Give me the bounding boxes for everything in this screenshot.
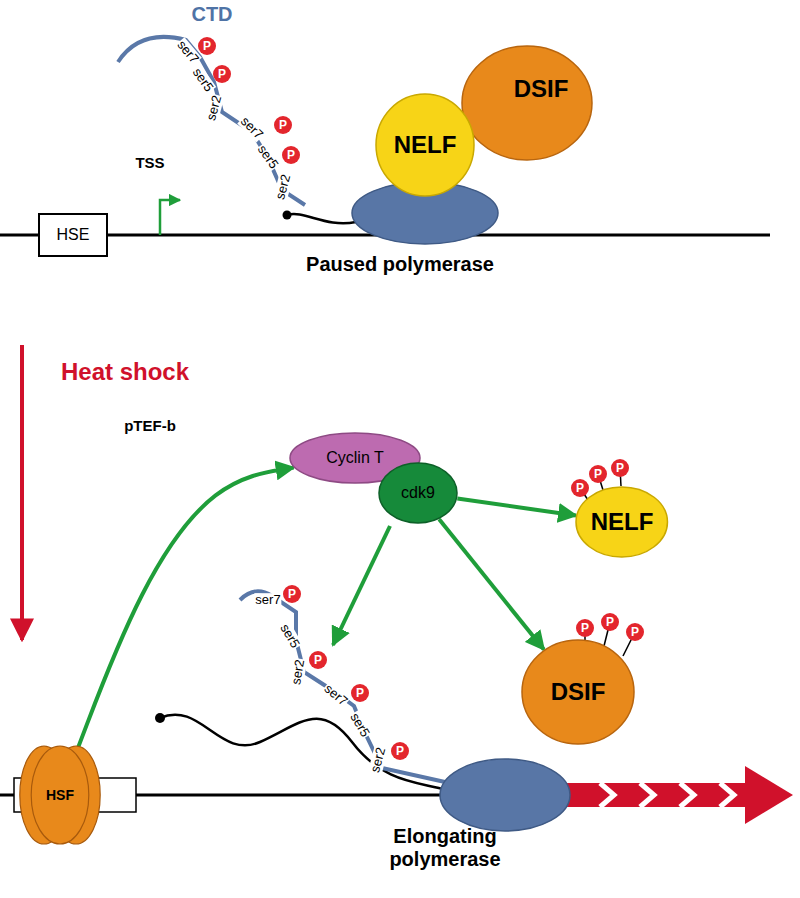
node-label: NELF	[591, 508, 654, 536]
phosphate-mark: P	[351, 684, 369, 702]
node-outline	[439, 758, 571, 832]
residue-name: ser7	[238, 114, 267, 143]
step-name: Heat shock	[61, 358, 189, 386]
phosphate-mark: P	[571, 479, 589, 497]
phosphate-mark: P	[282, 146, 300, 164]
phosphate-mark: P	[576, 619, 594, 637]
residue-name: ser2	[289, 657, 307, 686]
activation-arrow	[457, 499, 576, 516]
node-label: Cyclin T	[326, 449, 384, 467]
phosphate-mark: P	[274, 116, 292, 134]
node-label: HSF	[46, 787, 74, 803]
direction-arrow	[560, 766, 793, 824]
node-outline	[461, 45, 593, 161]
tss-arrow	[160, 200, 180, 235]
node-caption: Elongating polymerase	[380, 825, 510, 871]
ctd-chain	[118, 37, 305, 205]
kinase-ellipse: cdk9	[378, 462, 458, 524]
residue-name: ser5	[190, 65, 217, 95]
ctd-chain	[240, 591, 445, 782]
phosphate-mark: P	[391, 742, 409, 760]
phosphate-mark: P	[611, 459, 629, 477]
part-name: TSS	[135, 154, 164, 171]
rna	[287, 214, 356, 223]
residue-name: ser7	[321, 681, 351, 709]
node-label: cdk9	[401, 484, 435, 502]
node-caption: Paused polymerase	[306, 253, 494, 276]
residue-name: ser5	[255, 142, 282, 172]
phosphate-mark: P	[283, 585, 301, 603]
rna	[160, 715, 446, 790]
phosphate-mark: P	[198, 37, 216, 55]
protein-ellipse: DSIF	[521, 639, 635, 745]
protein-ellipse: DSIF	[461, 45, 593, 161]
polymerase-ellipse: Elongating polymerase	[439, 758, 571, 832]
activation-arrow	[77, 468, 294, 750]
phosphate-mark: P	[589, 465, 607, 483]
node-label: DSIF	[514, 75, 569, 103]
phosphate-mark: P	[626, 623, 644, 641]
element-box: HSE	[38, 213, 108, 257]
part-name: pTEF-b	[124, 417, 176, 434]
activation-arrow	[439, 519, 544, 649]
residue-name: ser7	[254, 593, 281, 607]
protein-ellipse: NELF	[575, 486, 668, 558]
node-label: HSE	[57, 226, 90, 244]
node-label: DSIF	[551, 678, 606, 706]
domain-name: CTD	[191, 3, 232, 26]
phosphorylation-arrow	[333, 526, 390, 645]
residue-name: ser5	[347, 710, 372, 740]
trimer-shape: HSF	[20, 745, 100, 845]
protein-ellipse: NELF	[375, 93, 475, 197]
phosphate-mark: P	[213, 65, 231, 83]
phosphate-mark: P	[309, 651, 327, 669]
residue-name: ser2	[204, 93, 224, 123]
node-label: NELF	[394, 131, 457, 159]
heat-shock-arrow	[20, 345, 24, 640]
phosphate-mark: P	[601, 613, 619, 631]
